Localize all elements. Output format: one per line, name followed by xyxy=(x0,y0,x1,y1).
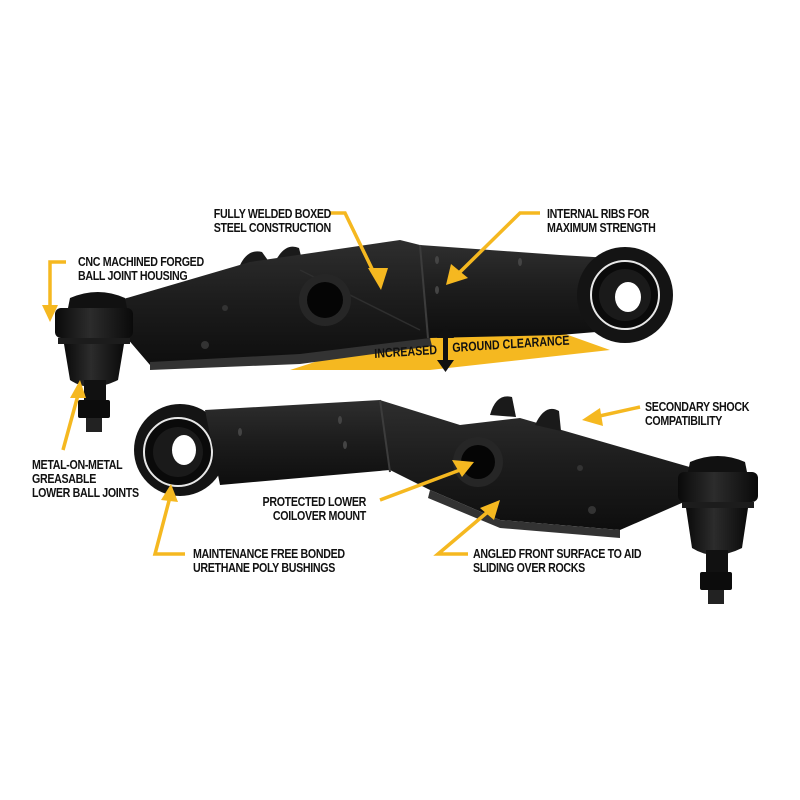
callout-protected-coilover: PROTECTED LOWER COILOVER MOUNT xyxy=(261,494,367,523)
callout-arrowheads xyxy=(42,264,603,520)
ground-clearance-wedge xyxy=(290,325,610,370)
callout-secondary-shock: SECONDARY SHOCK COMPATIBILITY xyxy=(645,400,749,428)
arrowhead-metal-on-metal xyxy=(70,380,86,398)
callout-cnc-machined: CNC MACHINED FORGED BALL JOINT HOUSING xyxy=(78,255,204,283)
callout-line: SLIDING OVER ROCKS xyxy=(473,560,585,575)
arrowhead-angled-front xyxy=(480,500,500,520)
arrowhead-maintenance-free xyxy=(161,484,178,502)
bottom-control-arm xyxy=(134,396,758,604)
bottom-ball-joint xyxy=(678,456,758,604)
arrowhead-protected-coilover xyxy=(452,460,474,477)
callout-line: CNC MACHINED FORGED xyxy=(78,254,204,269)
callout-line: SECONDARY SHOCK xyxy=(645,399,750,414)
callout-line: COMPATIBILITY xyxy=(645,413,723,428)
callout-line: COILOVER MOUNT xyxy=(272,508,366,523)
arrowhead-internal-ribs xyxy=(446,264,468,285)
callout-line: METAL-ON-METAL xyxy=(32,457,123,472)
leader-angled-front xyxy=(433,508,492,556)
callout-line: GREASABLE xyxy=(32,471,96,486)
top-ball-joint xyxy=(55,292,133,432)
callout-line: PROTECTED LOWER xyxy=(262,494,367,509)
callout-fully-welded: FULLY WELDED BOXED STEEL CONSTRUCTION xyxy=(213,206,332,235)
arrowhead-fully-welded xyxy=(368,268,388,290)
arrowhead-secondary-shock xyxy=(582,408,603,426)
arrowhead-cnc-machined xyxy=(42,305,58,322)
callout-line: FULLY WELDED BOXED xyxy=(213,206,332,221)
callout-line: URETHANE POLY BUSHINGS xyxy=(193,560,336,575)
top-control-arm xyxy=(55,240,673,432)
callout-maintenance-free: MAINTENANCE FREE BONDED URETHANE POLY BU… xyxy=(193,547,345,575)
leader-fully-welded xyxy=(330,211,377,276)
leader-protected-coilover xyxy=(379,468,461,502)
leader-secondary-shock xyxy=(594,405,641,419)
callout-angled-front: ANGLED FRONT SURFACE TO AID SLIDING OVER… xyxy=(473,546,642,575)
callout-line: BALL JOINT HOUSING xyxy=(78,268,188,283)
callout-leaders xyxy=(48,211,641,556)
callout-line: LOWER BALL JOINTS xyxy=(32,485,139,500)
callout-line: MAXIMUM STRENGTH xyxy=(547,220,656,235)
double-arrow-vertical-icon xyxy=(437,326,454,372)
callout-line: STEEL CONSTRUCTION xyxy=(213,220,331,235)
callout-line: ANGLED FRONT SURFACE TO AID xyxy=(473,546,642,561)
callout-internal-ribs: INTERNAL RIBS FOR MAXIMUM STRENGTH xyxy=(547,206,656,235)
leader-maintenance-free xyxy=(152,496,185,556)
leader-metal-on-metal xyxy=(61,394,80,451)
callout-metal-on-metal: METAL-ON-METAL GREASABLE LOWER BALL JOIN… xyxy=(32,458,139,500)
callout-line: MAINTENANCE FREE BONDED xyxy=(193,546,345,561)
leader-cnc-machined xyxy=(48,260,66,310)
callout-line: INTERNAL RIBS FOR xyxy=(547,206,650,221)
leader-internal-ribs xyxy=(458,211,540,274)
